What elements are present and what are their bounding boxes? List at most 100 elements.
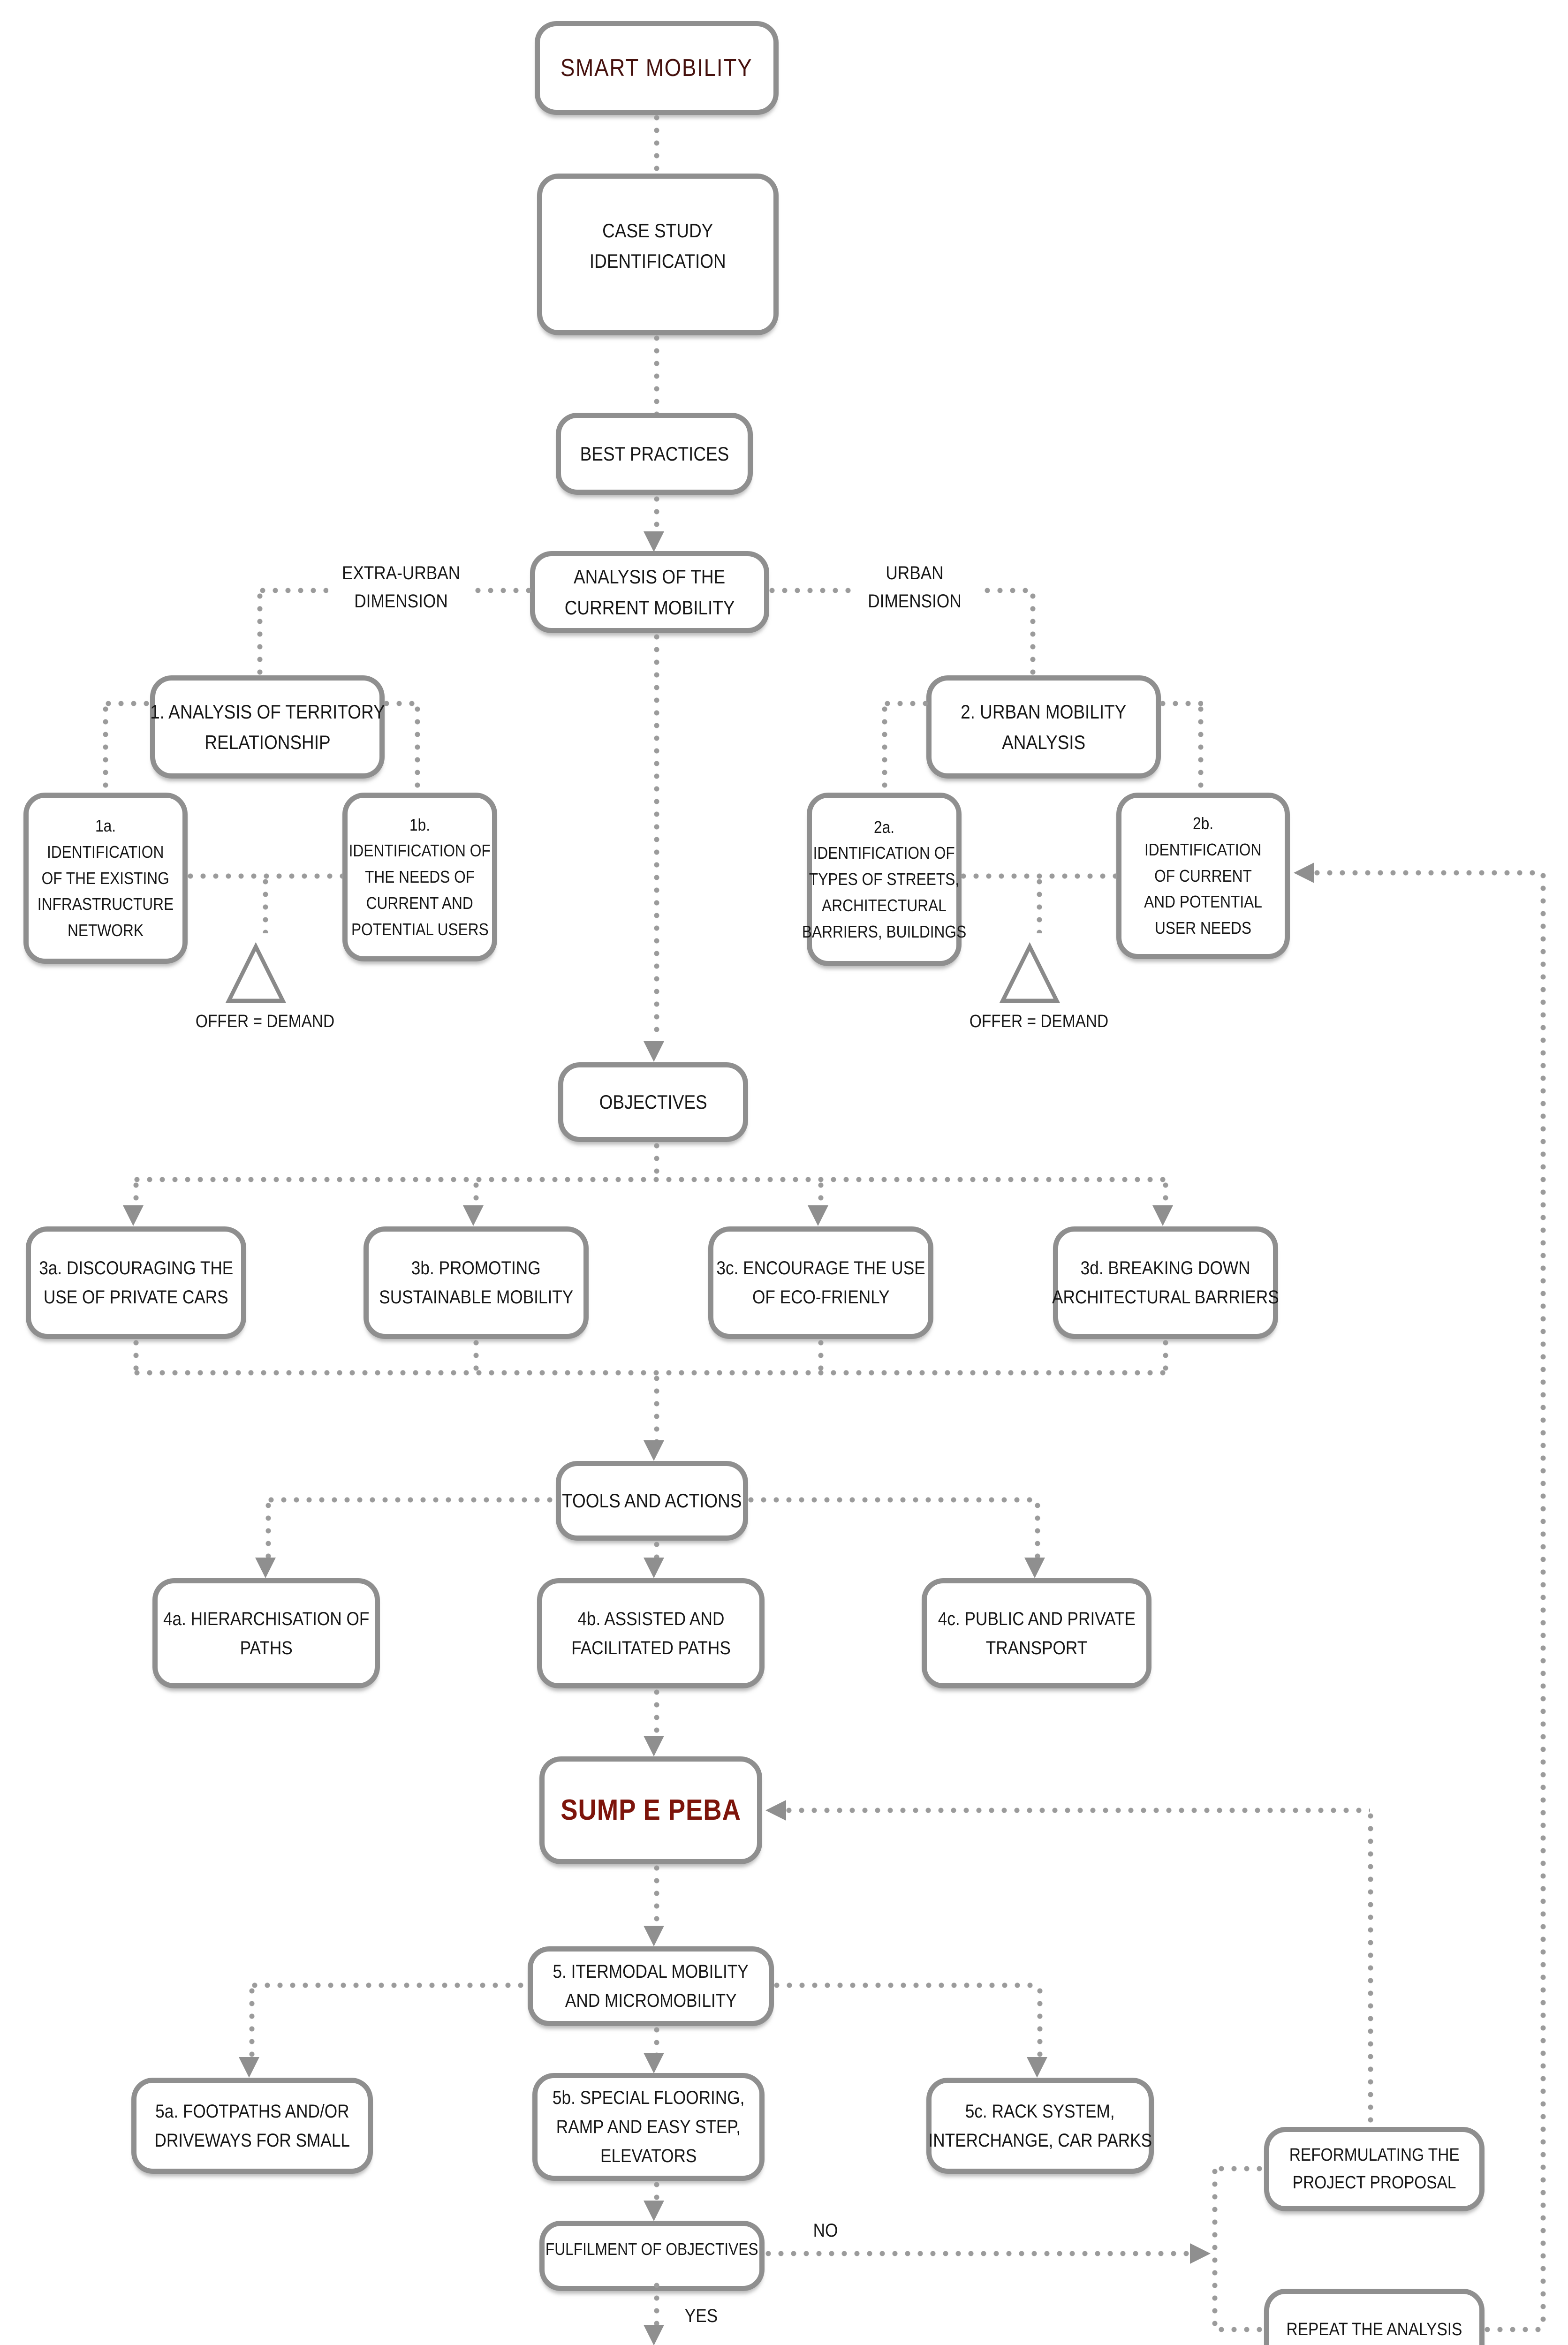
connector-reformulating-up xyxy=(1368,1813,1373,2127)
node-5a-footpaths-driveways: 5a. FOOTPATHS AND/OR DRIVEWAYS FOR SMALL xyxy=(131,2078,373,2174)
connector-drop-5b xyxy=(654,2027,659,2053)
connector-n2-to-2a-v xyxy=(882,706,887,794)
arrow-down-icon xyxy=(255,1558,276,1578)
label-yes: YES xyxy=(668,2302,734,2330)
node-5c-rack-system-interchange-carparks: 5c. RACK SYSTEM, INTERCHANGE, CAR PARKS xyxy=(926,2078,1154,2174)
balance-triangle-icon-left: △ xyxy=(225,922,287,1011)
connector-analysis-to-objectives xyxy=(654,634,659,1035)
connector-5-right xyxy=(774,1982,1040,1988)
node-4a-hierarchisation-of-paths: 4a. HIERARCHISATION OF PATHS xyxy=(152,1578,380,1688)
node-repeat-the-analysis: REPEAT THE ANALYSIS xyxy=(1264,2289,1485,2345)
arrow-down-icon xyxy=(644,1440,664,1461)
arrow-down-icon xyxy=(644,2325,664,2345)
arrow-left-icon xyxy=(765,1800,786,1821)
node-4b-assisted-facilitated-paths: 4b. ASSISTED AND FACILITATED PATHS xyxy=(537,1578,765,1688)
arrow-down-icon xyxy=(1024,1558,1045,1578)
connector-repeat-out xyxy=(1485,2327,1542,2332)
arrow-right-icon xyxy=(1190,2243,1211,2264)
node-3a-discouraging-private-cars: 3a. DISCOURAGING THE USE OF PRIVATE CARS xyxy=(26,1226,246,1339)
connector-n2-to-2a-h xyxy=(885,701,928,706)
connector-repeat-up xyxy=(1540,873,1546,2329)
connector-tools-right xyxy=(748,1497,1038,1503)
connector-n1-to-1a-v xyxy=(103,706,108,794)
connector-5-left xyxy=(252,1982,529,1988)
connector-objectives-down xyxy=(654,1143,659,1179)
connector-smart-to-case xyxy=(654,115,659,174)
connector-urban-down xyxy=(1030,593,1036,677)
connector-to-tools xyxy=(654,1376,659,1441)
connector-split-row3 xyxy=(134,1177,1166,1182)
node-objectives: OBJECTIVES xyxy=(558,1062,748,1142)
arrow-down-icon xyxy=(644,1736,664,1756)
node-3d-breaking-down-barriers: 3d. BREAKING DOWN ARCHITECTURAL BARRIERS xyxy=(1052,1226,1279,1339)
arrow-down-icon xyxy=(644,1926,664,1946)
connector-to-triangle-left xyxy=(263,879,268,933)
label-extra-urban-dimension: EXTRA-URBAN DIMENSION xyxy=(328,559,474,615)
node-4c-public-private-transport: 4c. PUBLIC AND PRIVATE TRANSPORT xyxy=(922,1578,1151,1688)
connector-feedback-to-2b xyxy=(1314,870,1541,876)
connector-drop-3d xyxy=(1163,1182,1168,1207)
arrow-down-icon xyxy=(644,1558,664,1578)
node-2a-streets-architectural-barriers: 2a. IDENTIFICATION OF TYPES OF STREETS, … xyxy=(802,793,966,966)
node-5-intermodal-micromobility: 5. ITERMODAL MOBILITY AND MICROMOBILITY xyxy=(528,1946,774,2026)
arrow-down-icon xyxy=(808,1205,828,1226)
connector-drop-3b xyxy=(473,1182,479,1207)
node-smart-mobility-top: SMART MOBILITY xyxy=(535,21,779,115)
arrow-down-icon xyxy=(644,531,664,552)
arrow-left-icon xyxy=(1294,862,1314,883)
connector-into-reformulating xyxy=(1219,2166,1264,2171)
connector-3d-down xyxy=(1163,1340,1168,1373)
connector-3c-down xyxy=(818,1340,824,1373)
connector-n2-to-2b-v xyxy=(1198,706,1204,794)
node-1-analysis-territory-relationship: 1. ANALYSIS OF TERRITORY RELATIONSHIP xyxy=(150,675,385,779)
connector-drop-4b xyxy=(654,1542,659,1558)
connector-drop-5a xyxy=(249,1988,255,2058)
connector-drop-3c xyxy=(818,1182,824,1207)
connector-yes-branch xyxy=(654,2283,659,2326)
connector-1a-1b xyxy=(188,873,343,879)
connector-tools-left xyxy=(268,1497,556,1503)
node-5b-special-flooring-ramp-elevators: 5b. SPECIAL FLOORING, RAMP AND EASY STEP… xyxy=(532,2073,765,2181)
connector-drop-4a xyxy=(265,1503,271,1558)
connector-case-to-best xyxy=(654,335,659,413)
connector-into-repeat xyxy=(1219,2327,1264,2332)
connector-no-branch xyxy=(765,2251,1190,2256)
connector-extra-urban-down xyxy=(257,593,263,677)
arrow-down-icon xyxy=(463,1205,484,1226)
label-urban-dimension: URBAN DIMENSION xyxy=(851,559,978,615)
connector-sump-to-5 xyxy=(654,1865,659,1926)
connector-n1-to-1b-v xyxy=(415,706,420,794)
arrow-down-icon xyxy=(644,2053,664,2073)
node-analysis-current-mobility: ANALYSIS OF THE CURRENT MOBILITY xyxy=(530,551,769,633)
connector-merge-row3 xyxy=(134,1370,1166,1376)
node-fulfilment-of-objectives: FULFILMENT OF OBJECTIVES xyxy=(539,2221,765,2291)
connector-best-to-analysis xyxy=(654,496,659,534)
node-3c-encourage-eco-friendly: 3c. ENCOURAGE THE USE OF ECO-FRIENLY xyxy=(708,1226,933,1339)
connector-3a-down xyxy=(133,1340,139,1373)
arrow-down-icon xyxy=(644,2201,664,2221)
connector-drop-4c xyxy=(1035,1503,1040,1558)
node-3b-promoting-sustainable-mobility: 3b. PROMOTING SUSTAINABLE MOBILITY xyxy=(364,1226,589,1339)
node-1a-existing-infrastructure-network: 1a. IDENTIFICATION OF THE EXISTING INFRA… xyxy=(23,793,188,964)
label-offer-demand-left: OFFER = DEMAND xyxy=(178,1008,352,1035)
label-offer-demand-right: OFFER = DEMAND xyxy=(952,1008,1126,1035)
connector-feedback-to-sump xyxy=(786,1808,1370,1813)
connector-3b-down xyxy=(473,1340,479,1373)
connector-4b-to-sump xyxy=(654,1689,659,1736)
connector-2a-2b xyxy=(961,873,1117,879)
connector-no-vertical xyxy=(1212,2169,1218,2330)
connector-n2-to-2b-h xyxy=(1160,701,1203,706)
connector-n1-to-1a-h xyxy=(106,701,152,706)
arrow-down-icon xyxy=(123,1205,144,1226)
arrow-down-icon xyxy=(1027,2057,1047,2078)
node-1b-needs-current-potential-users: 1b. IDENTIFICATION OF THE NEEDS OF CURRE… xyxy=(342,793,497,961)
connector-drop-5c xyxy=(1037,1988,1043,2058)
arrow-down-icon xyxy=(239,2057,259,2078)
connector-to-triangle-right xyxy=(1037,879,1042,933)
node-2-urban-mobility-analysis: 2. URBAN MOBILITY ANALYSIS xyxy=(926,675,1161,779)
balance-triangle-icon-right: △ xyxy=(999,922,1060,1011)
node-reformulating-project-proposal: REFORMULATING THE PROJECT PROPOSAL xyxy=(1264,2127,1485,2211)
arrow-down-icon xyxy=(1152,1205,1173,1226)
arrow-down-icon xyxy=(644,1041,664,1062)
